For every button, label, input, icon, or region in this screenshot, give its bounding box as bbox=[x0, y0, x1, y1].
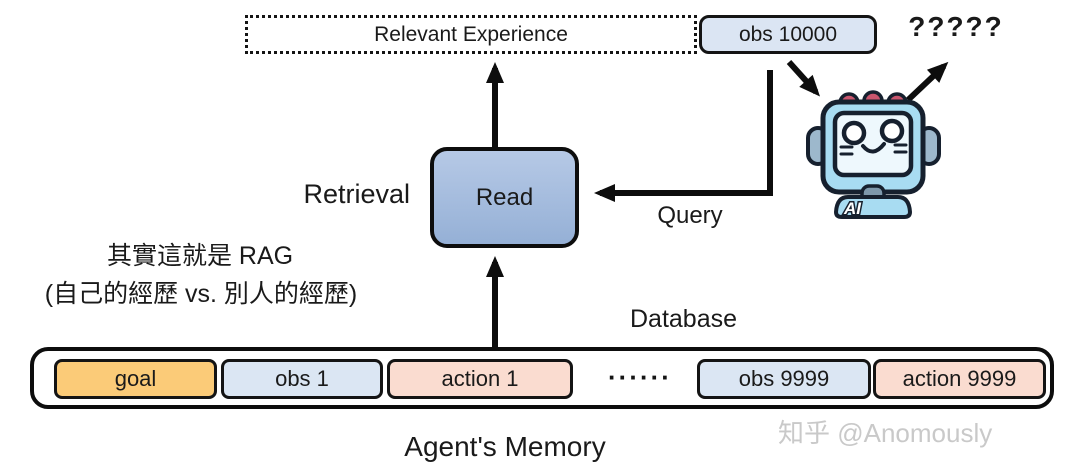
read-label: Read bbox=[475, 183, 534, 211]
relevant-experience-label: Relevant Experience bbox=[374, 22, 568, 46]
arrow-query-elbow bbox=[594, 70, 773, 202]
memory-item-goal: goal bbox=[54, 359, 217, 399]
question-marks-label: ????? bbox=[908, 11, 1004, 42]
robot-smile bbox=[861, 142, 886, 154]
agents-memory-title: Agent's Memory bbox=[404, 431, 606, 462]
memory-item-obs-1: obs 1 bbox=[221, 359, 383, 399]
relevant-experience-box: Relevant Experience bbox=[245, 15, 697, 54]
robot-cheek-lines bbox=[839, 143, 908, 156]
robot-eye-left bbox=[841, 120, 867, 146]
rag-note-line2: (自己的經歷 vs. 別人的經歷) bbox=[44, 280, 358, 308]
memory-item-action-1: action 1 bbox=[387, 359, 573, 399]
database-label: Database bbox=[630, 305, 738, 333]
obs-10000-box: obs 10000 bbox=[699, 15, 877, 54]
memory-item-obs-9999: obs 9999 bbox=[697, 359, 871, 399]
arrow-obs-to-robot bbox=[786, 59, 821, 97]
watermark: 知乎 @Anomously bbox=[778, 418, 993, 448]
arrow-robot-to-unknown bbox=[905, 61, 949, 103]
rag-note-line1: 其實這就是 RAG bbox=[106, 242, 294, 270]
obs-10000-label: obs 10000 bbox=[738, 22, 838, 46]
read-box: Read bbox=[430, 147, 579, 248]
memory-item-action-9999: action 9999 bbox=[873, 359, 1046, 399]
robot-graphic: AI bbox=[806, 90, 941, 220]
ai-robot-icon: AI bbox=[806, 90, 941, 220]
robot-eye-right bbox=[879, 118, 905, 144]
memory-ellipsis: ······ bbox=[608, 361, 672, 392]
retrieval-label: Retrieval bbox=[303, 179, 410, 209]
robot-ai-badge: AI bbox=[843, 199, 862, 218]
query-label: Query bbox=[657, 202, 723, 229]
robot-base bbox=[833, 195, 913, 219]
